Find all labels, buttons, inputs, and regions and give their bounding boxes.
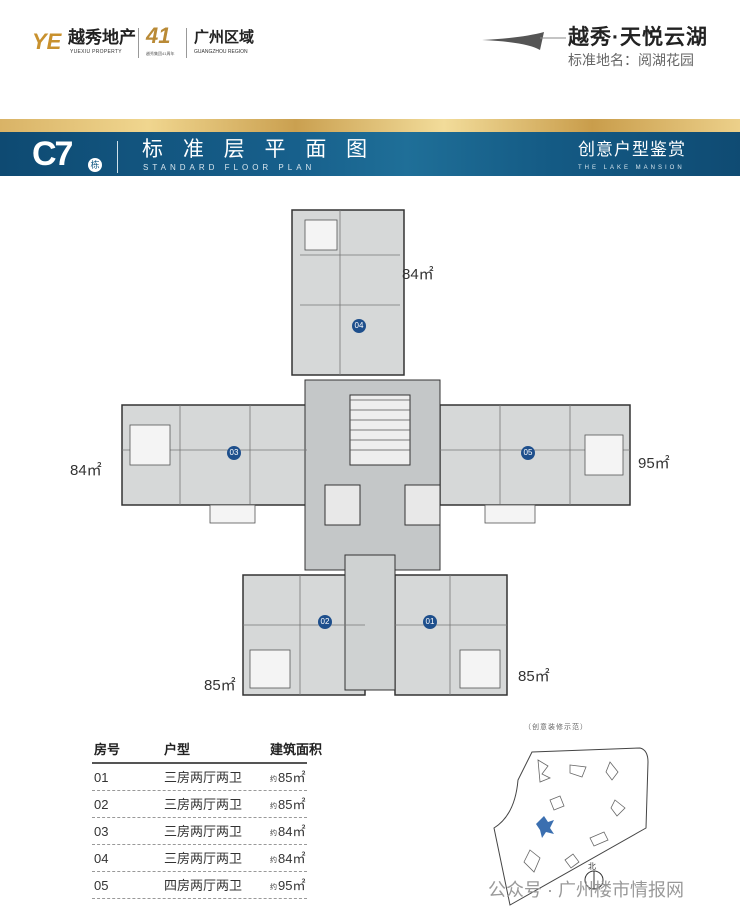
unit-01-marker: 01 [423, 615, 437, 629]
approx-label: 约 [270, 857, 277, 864]
title-banner [0, 132, 740, 176]
unit-03-marker: 03 [227, 446, 241, 460]
unit-04-marker: 04 [352, 319, 366, 333]
approx-label: 约 [270, 776, 277, 783]
banner-right-en: THE LAKE MANSION [578, 165, 685, 171]
room-type: 四房两厅两卫 [164, 878, 243, 893]
floor-plan [121, 209, 631, 696]
building-suffix: 栋 [88, 158, 102, 172]
yuexiu-logo-icon: YE [32, 29, 62, 54]
building-number: C7 [32, 135, 73, 173]
table-row: 03 三房两厅两卫 约84㎡ [92, 818, 307, 845]
header-type: 户型 [164, 742, 191, 757]
project-name: 越秀·天悦云湖 [568, 26, 708, 49]
sitemap-caption: （创意装修示范） [524, 724, 588, 731]
unit-01-area: 85㎡ [518, 668, 550, 685]
unit-05-marker: 05 [521, 446, 535, 460]
room-area: 84㎡ [278, 824, 306, 839]
brand-name: 越秀地产 [68, 28, 136, 47]
banner-divider [117, 141, 118, 173]
room-type: 三房两厅两卫 [164, 797, 243, 812]
approx-label: 约 [270, 830, 277, 837]
room-area: 85㎡ [278, 770, 306, 785]
current-building-marker [536, 816, 554, 838]
room-type: 三房两厅两卫 [164, 770, 243, 785]
room-no: 03 [94, 824, 109, 839]
banner-title-en: STANDARD FLOOR PLAN [143, 163, 316, 172]
room-area: 85㎡ [278, 797, 306, 812]
unit-04-area: 84㎡ [402, 266, 434, 283]
approx-label: 约 [270, 884, 277, 891]
room-no: 05 [94, 878, 109, 893]
anniversary-sub: 越秀集团41周年 [146, 51, 175, 56]
elevator [324, 484, 361, 526]
room-type: 三房两厅两卫 [164, 851, 243, 866]
room-area: 95㎡ [278, 878, 306, 893]
room-no: 01 [94, 770, 109, 785]
unit-02-area: 85㎡ [204, 677, 236, 694]
brand-name-en: YUEXIU PROPERTY [70, 49, 122, 55]
room-type: 三房两厅两卫 [164, 824, 243, 839]
divider [138, 28, 139, 58]
table-row: 01 三房两厅两卫 约85㎡ [92, 764, 307, 791]
unit-02-marker: 02 [318, 615, 332, 629]
region-name-en: GUANGZHOU REGION [194, 49, 248, 55]
divider [186, 28, 187, 58]
north-label: 北 [588, 862, 596, 871]
table-row: 04 三房两厅两卫 约84㎡ [92, 845, 307, 872]
room-area: 84㎡ [278, 851, 306, 866]
gold-strip [0, 119, 740, 132]
table-row: 05 四房两厅两卫 约95㎡ [92, 872, 307, 899]
table-header: 房号 户型 建筑面积 [92, 740, 322, 764]
elevator [404, 484, 441, 526]
corridor [344, 554, 396, 691]
region-name: 广州区域 [194, 29, 255, 46]
official-name: 标准地名：阅湖花园 [568, 52, 694, 68]
project-swoosh-icon [482, 32, 566, 50]
anniversary-logo: 41 [146, 23, 171, 48]
watermark: 公众号 · 广州楼市情报网 [488, 880, 684, 900]
room-no: 04 [94, 851, 109, 866]
room-no: 02 [94, 797, 109, 812]
unit-03-area: 84㎡ [70, 462, 102, 479]
approx-label: 约 [270, 803, 277, 810]
banner-title: 标 准 层 平 面 图 [142, 138, 375, 161]
table-row: 02 三房两厅两卫 约85㎡ [92, 791, 307, 818]
header-area: 建筑面积 [270, 742, 323, 757]
banner-right-title: 创意户型鉴赏 [578, 140, 686, 159]
header-room-no: 房号 [94, 742, 121, 757]
unit-05-area: 95㎡ [638, 455, 670, 472]
site-map [493, 747, 649, 906]
